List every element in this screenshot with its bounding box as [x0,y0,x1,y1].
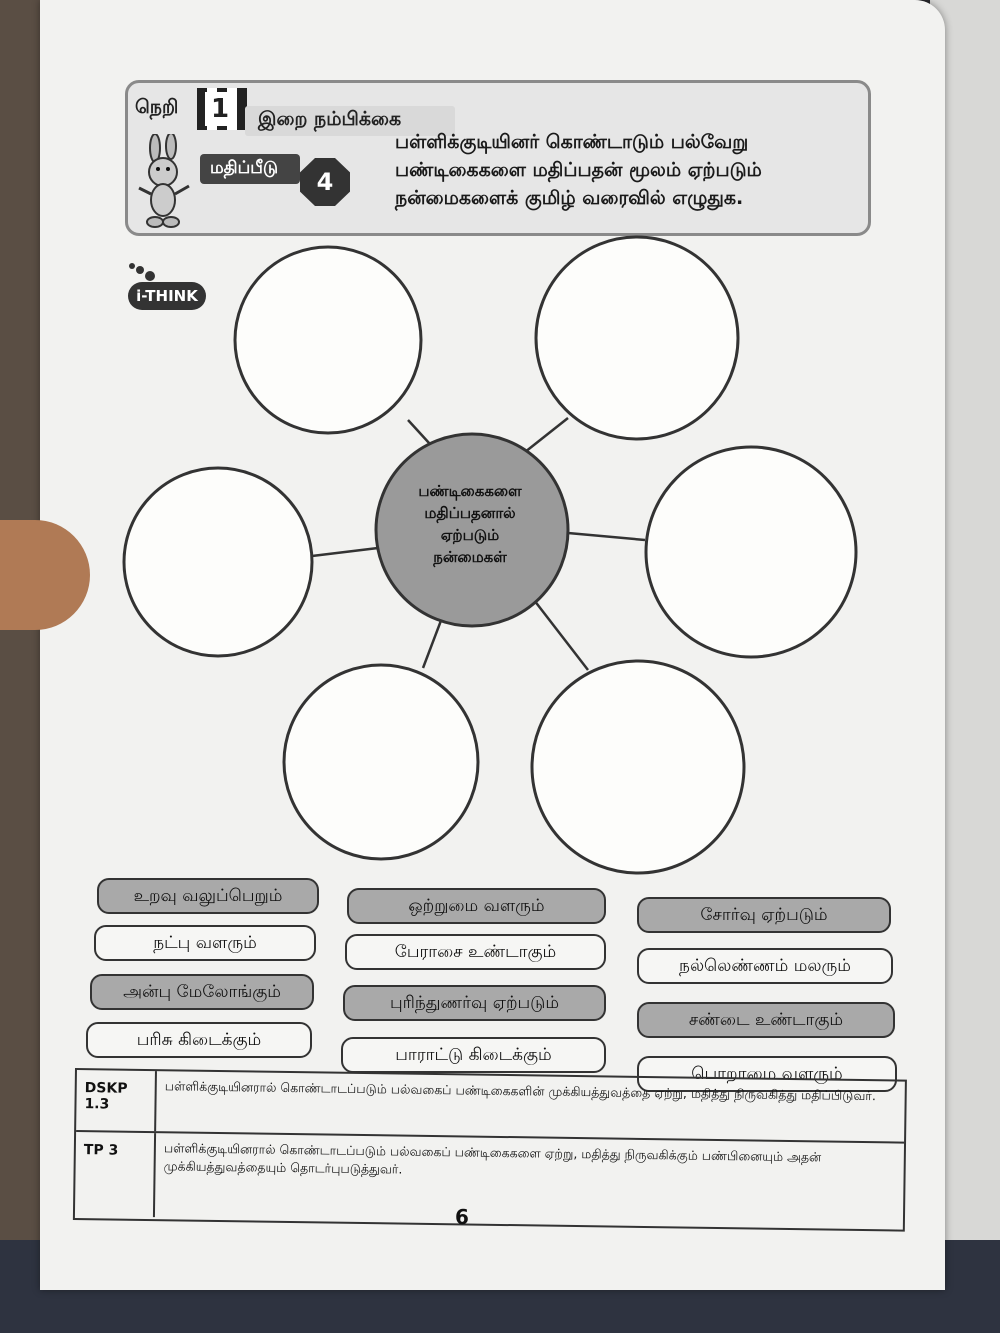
page-number: 6 [455,1205,469,1229]
option-pill[interactable]: நட்பு வளரும் [94,925,316,961]
unit-number: 1 [205,92,235,126]
standard-code: TP 3 [74,1132,157,1218]
thumb [0,520,90,630]
table-row: DSKP 1.3 பள்ளிக்குடியினரால் கொண்டாடப்படு… [76,1070,905,1144]
option-pill[interactable]: பாராட்டு கிடைக்கும் [341,1037,606,1073]
standards-table: DSKP 1.3 பள்ளிக்குடியினரால் கொண்டாடப்படு… [72,1068,907,1232]
connector-line [311,546,379,558]
connector-line [533,599,589,671]
option-pill[interactable]: சண்டை உண்டாகும் [637,1002,895,1038]
center-line: மதிப்பதனால் [424,504,516,522]
center-line: ஏற்படும் [440,526,500,544]
option-pill[interactable]: பேராசை உண்டாகும் [345,934,606,970]
option-pill[interactable]: புரிந்துணர்வு ஏற்படும் [343,985,606,1021]
connector-line [567,531,646,542]
option-pill[interactable]: நல்லெண்ணம் மலரும் [637,948,893,984]
ithink-badge: i-THINK [128,282,206,310]
center-bubble [374,432,570,628]
answer-bubble[interactable] [233,245,423,435]
option-pill[interactable]: ஒற்றுமை வளரும் [347,888,606,924]
unit-title: இறை நம்பிக்கை [258,108,402,130]
standard-description: பள்ளிக்குடியினரால் கொண்டாடப்படும் பல்வகை… [163,1140,822,1177]
option-pill[interactable]: பரிசு கிடைக்கும் [86,1022,312,1058]
option-pill[interactable]: சோர்வு ஏற்படும் [637,897,891,933]
center-line: நன்மைகள் [433,548,507,566]
table-row: TP 3 பள்ளிக்குடியினரால் கொண்டாடப்படும் ப… [74,1132,904,1228]
rabbit-mascot-icon [138,134,190,228]
answer-bubble[interactable] [530,659,746,875]
thought-dots-icon [129,263,155,281]
answer-bubble[interactable] [122,466,314,658]
option-pill[interactable]: உறவு வலுப்பெறும் [97,878,319,914]
instruction-text: பள்ளிக்குடியினர் கொண்டாடும் பல்வேறு பண்ட… [395,131,762,209]
connector-line [519,417,569,457]
center-line: பண்டிகைகளை [418,482,522,500]
answer-bubble[interactable] [644,445,858,659]
option-pill[interactable]: அன்பு மேலோங்கும் [90,974,314,1010]
mathippeedu-banner [200,154,300,184]
center-bubble-text: பண்டிகைகளை மதிப்பதனால் ஏற்படும் நன்மைகள் [392,480,548,568]
standard-code: DSKP 1.3 [76,1070,157,1132]
answer-bubble[interactable] [534,235,740,441]
standard-description: பள்ளிக்குடியினரால் கொண்டாடப்படும் பல்வகை… [164,1078,876,1104]
mathippeedu-number: 4 [300,158,350,206]
option-pill[interactable]: பொறாமை வளரும் [637,1056,897,1092]
unit-title-banner [245,106,455,136]
answer-bubble[interactable] [282,663,480,861]
nerri-label: நெறி [135,96,179,118]
mathippeedu-label: மதிப்பீடு [210,158,279,178]
